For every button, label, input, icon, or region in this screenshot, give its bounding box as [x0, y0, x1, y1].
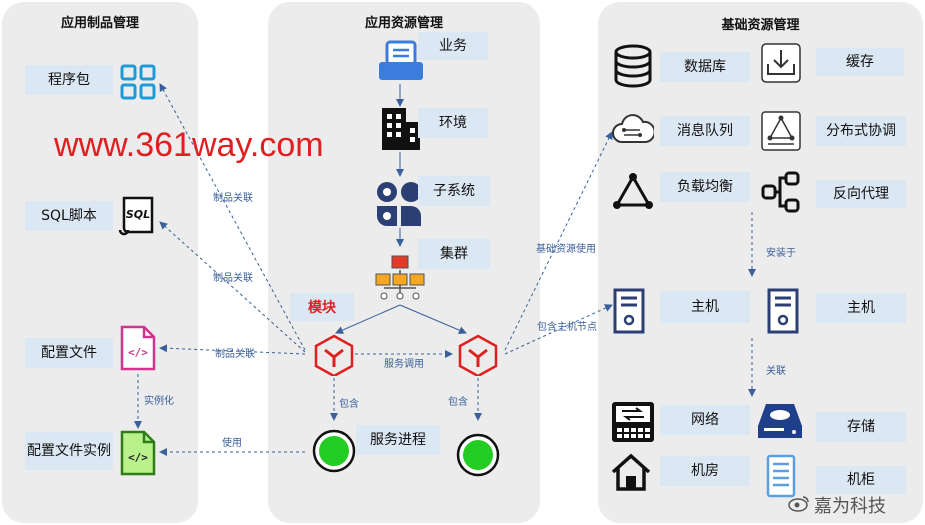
resource-process: 服务进程	[356, 425, 440, 455]
grid-icon	[120, 64, 156, 104]
module-icon-a	[313, 334, 355, 380]
resource-cluster: 集群	[418, 239, 490, 269]
module-icon-b	[457, 334, 499, 380]
coordination-icon	[760, 110, 802, 156]
reverse-proxy-icon	[760, 170, 802, 218]
watermark-text: www.361way.com	[54, 126, 324, 164]
edge-label-host-node: 包含主机节点	[537, 322, 597, 333]
datacenter-house-icon	[610, 452, 652, 496]
cluster-icon	[374, 252, 426, 308]
edge-label-infra-use: 基础资源使用	[536, 244, 596, 255]
process-icon-a	[311, 428, 357, 478]
svg-text:SQL: SQL	[126, 208, 150, 221]
edge-label-rel3: 制品关联	[215, 349, 255, 360]
host-icon-a	[612, 288, 646, 338]
edge-cluster-module-b	[399, 304, 467, 334]
svg-text:</>: </>	[128, 346, 148, 359]
infra-database: 数据库	[660, 52, 750, 82]
infra-host-1: 主机	[660, 291, 750, 323]
resource-environment: 环境	[418, 108, 488, 138]
infra-cache: 缓存	[816, 48, 904, 76]
infra-panel-title: 基础资源管理	[721, 18, 800, 33]
resource-module: 模块	[290, 293, 354, 321]
edge-host-node	[504, 304, 613, 355]
resource-subsystem: 子系统	[418, 176, 490, 206]
infra-network: 网络	[660, 405, 750, 435]
edge-infra-use	[504, 131, 613, 351]
edge-rel-sql	[159, 221, 306, 353]
edge-cluster-module-a	[335, 304, 401, 334]
edge-label-contain1: 包含	[339, 399, 359, 410]
database-icon	[612, 44, 654, 92]
edge-label-rel2: 制品关联	[213, 273, 253, 284]
infra-lb: 负载均衡	[660, 172, 750, 202]
infra-mq: 消息队列	[660, 116, 750, 146]
business-icon	[377, 40, 425, 88]
cache-download-icon	[760, 42, 802, 88]
artifact-package: 程序包	[25, 65, 113, 95]
brand-name: 嘉为科技	[814, 496, 886, 517]
svg-text:</>: </>	[128, 451, 148, 464]
edge-label-contain2: 包含	[448, 397, 468, 408]
host-icon-b	[766, 288, 800, 338]
infra-cabinet: 机柜	[816, 466, 906, 494]
edge-label-use: 使用	[222, 438, 242, 449]
edge-rel-package	[159, 83, 306, 351]
artifact-sql: SQL脚本	[25, 201, 113, 231]
cabinet-icon	[766, 454, 796, 502]
building-icon	[378, 106, 424, 156]
edge-label-rel1: 制品关联	[213, 193, 253, 204]
storage-icon	[756, 400, 804, 446]
infra-storage: 存储	[816, 412, 906, 442]
network-switch-icon	[610, 400, 656, 448]
process-icon-b	[455, 432, 501, 482]
weibo-logo-icon	[788, 494, 810, 517]
brand-watermark: 嘉为科技	[788, 492, 886, 518]
code-file-icon: </>	[118, 325, 158, 375]
edge-label-install: 安装于	[766, 248, 796, 259]
edge-label-service-call: 服务调用	[384, 359, 424, 370]
edge-label-associate: 关联	[766, 366, 786, 377]
load-balancer-icon	[612, 172, 654, 216]
code-file-instance-icon: </>	[118, 430, 158, 480]
artifact-panel-title: 应用制品管理	[60, 16, 139, 31]
infra-datacenter: 机房	[660, 456, 750, 486]
infra-proxy: 反向代理	[816, 180, 906, 208]
resource-business: 业务	[418, 32, 488, 60]
infra-coordination: 分布式协调	[816, 116, 906, 146]
artifact-config: 配置文件	[25, 338, 113, 368]
edge-label-instantiate: 实例化	[144, 396, 174, 407]
edge-rel-config	[159, 344, 306, 355]
message-queue-icon	[612, 114, 656, 152]
artifact-config-instance: 配置文件实例	[25, 432, 113, 470]
infra-host-2: 主机	[816, 293, 906, 323]
resource-panel-title: 应用资源管理	[364, 16, 443, 31]
sql-script-icon: SQL	[118, 194, 158, 244]
subsystem-icon	[375, 180, 425, 232]
